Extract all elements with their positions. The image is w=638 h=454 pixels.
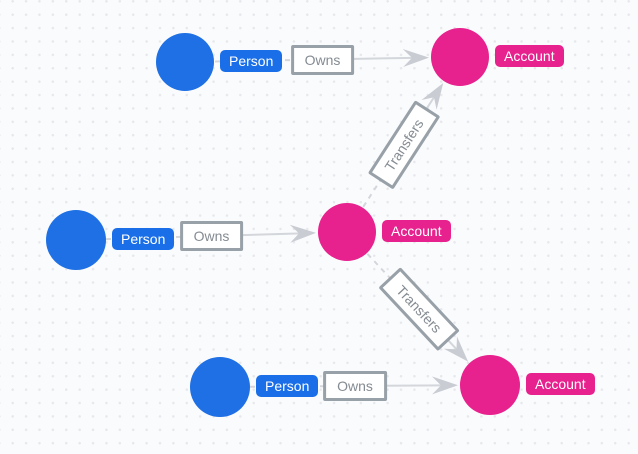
edge-arrowhead-icon (402, 49, 429, 67)
node-person-1[interactable] (156, 33, 214, 91)
node-person-3[interactable] (190, 357, 250, 417)
edge-line-dashed (346, 143, 405, 233)
relationship-label-owns[interactable]: Owns (290, 44, 355, 75)
edge-arrowhead-icon (443, 336, 469, 362)
node-label-person-2: Person (112, 228, 175, 250)
node-account-3[interactable] (460, 355, 520, 415)
relationship-label-owns[interactable]: Owns (323, 371, 387, 401)
node-label-person-3: Person (256, 375, 319, 397)
node-label-account-1: Account (495, 45, 564, 67)
relationship-label-owns[interactable]: Owns (179, 221, 244, 251)
node-label-account-3: Account (526, 373, 595, 395)
node-account-2[interactable] (318, 203, 376, 261)
node-label-account-2: Account (382, 220, 451, 242)
edge-arrowhead-icon (289, 224, 316, 243)
node-person-2[interactable] (46, 210, 106, 270)
edge-arrowhead-icon (421, 83, 444, 110)
edge-arrowhead-icon (431, 376, 458, 395)
node-account-1[interactable] (431, 28, 489, 86)
edge-line-dashed (346, 231, 420, 310)
node-label-person-1: Person (220, 50, 283, 72)
